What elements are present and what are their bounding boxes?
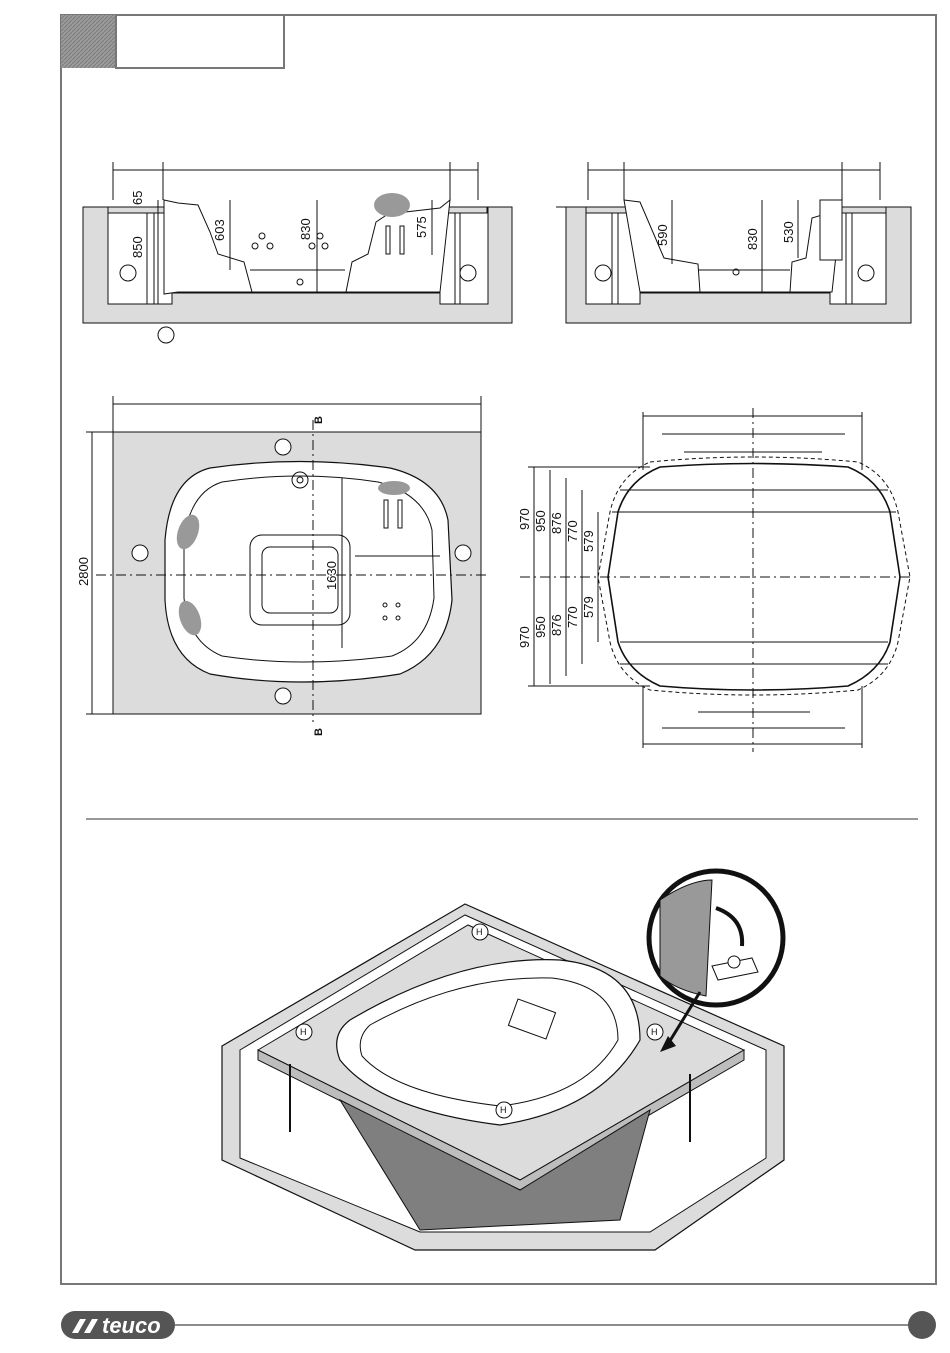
- detail-tub-edge: [660, 880, 712, 996]
- ref-circle-left: [595, 265, 611, 281]
- ref-circle-left: [132, 545, 148, 561]
- install-view: H H H H: [222, 871, 784, 1250]
- header-title-box: [116, 15, 284, 68]
- section-view-right: 590 830 530: [556, 162, 911, 323]
- ref-circle-right: [460, 265, 476, 281]
- dim-upper-0: 970: [517, 508, 532, 530]
- marker-h-left-label: H: [300, 1027, 307, 1037]
- section-marker-bottom: B: [313, 728, 325, 736]
- dim-lower-1: 950: [533, 616, 548, 638]
- dim-lower-0: 970: [517, 626, 532, 648]
- headrest-shape: [374, 193, 410, 217]
- ref-circle-bottom: [275, 688, 291, 704]
- dim-upper-4: 579: [581, 530, 596, 552]
- dim-lower-2: 876: [549, 614, 564, 636]
- shape-view: 970 950 876 770 579 970 950 876 770 579: [517, 408, 910, 752]
- dim-850: 850: [130, 236, 145, 258]
- overflow-unit: [820, 200, 842, 260]
- marker-h-top-label: H: [476, 927, 483, 937]
- marker-h-bottom-label: H: [500, 1105, 507, 1115]
- ref-circle-right: [455, 545, 471, 561]
- ref-circle-right: [858, 265, 874, 281]
- ref-circle-left: [120, 265, 136, 281]
- dim-upper-3: 770: [565, 520, 580, 542]
- footer: teuco: [61, 1311, 936, 1339]
- detail-bolt: [728, 956, 740, 968]
- dim-65: 65: [130, 191, 145, 205]
- dim-2800: 2800: [76, 557, 91, 586]
- dim-575: 575: [414, 216, 429, 238]
- marker-h-right-label: H: [651, 1027, 658, 1037]
- dim-lower-3: 770: [565, 606, 580, 628]
- ref-circle-top: [275, 439, 291, 455]
- dim-830-left: 830: [298, 218, 313, 240]
- brand-logo-text: teuco: [102, 1313, 161, 1338]
- section-view-left: 65 850 603 830 575: [83, 162, 512, 343]
- dim-530: 530: [781, 221, 796, 243]
- tub-outline: [165, 462, 452, 683]
- page-number-badge: [908, 1311, 936, 1339]
- header-tab: [61, 15, 284, 68]
- dim-1630: 1630: [324, 561, 339, 590]
- plan-view: 2800 1630 B B: [76, 396, 490, 736]
- dim-upper-2: 876: [549, 512, 564, 534]
- dim-830-right: 830: [745, 228, 760, 250]
- dim-lower-4: 579: [581, 596, 596, 618]
- section-marker-top: B: [313, 416, 325, 424]
- dim-590: 590: [655, 224, 670, 246]
- tub-shape-dashed: [598, 457, 910, 695]
- headrest-3: [378, 481, 410, 495]
- dim-603: 603: [212, 219, 227, 241]
- header-gray-block: [61, 15, 116, 68]
- ref-circle-drain: [158, 327, 174, 343]
- dim-upper-1: 950: [533, 510, 548, 532]
